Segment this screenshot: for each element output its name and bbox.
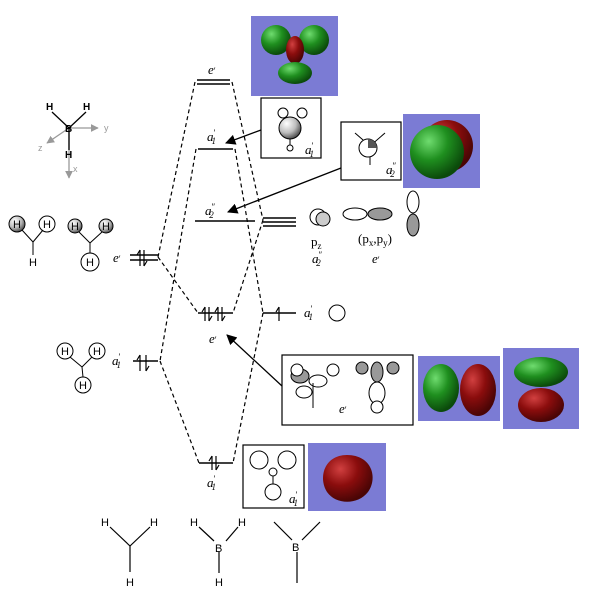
label-e-nb: e′ [209,331,217,346]
svg-text:H: H [238,517,246,529]
svg-text:B: B [292,542,299,554]
label-a2-dprime-upper: a″2 [205,202,216,220]
panel-a1-low [308,443,386,511]
svg-text:H: H [150,517,158,529]
svg-text:H: H [13,219,21,231]
label-a1-left: a′1 [112,352,121,370]
h3-e-set-1: H H H [8,215,56,269]
h3-e-set-2: H H H [67,218,114,272]
svg-text:H: H [101,517,109,529]
svg-text:a″2: a″2 [386,161,397,179]
svg-text:B: B [215,543,222,555]
h3-a1-set: H H H [56,342,106,394]
svg-text:H: H [83,102,90,113]
label-e-left: e′ [113,250,121,265]
svg-text:a′1: a′1 [289,490,298,508]
box-a1-low: a′1 [242,444,305,509]
correlation-lines [157,81,264,464]
svg-text:H: H [190,517,198,529]
svg-text:H: H [71,221,79,233]
svg-text:H: H [65,150,72,161]
svg-text:H: H [29,257,37,269]
label-a1-right: a′1 [304,304,313,322]
px-orbital [342,207,368,221]
svg-text:y: y [104,123,109,133]
label-pxy: (px,py) [358,231,392,248]
ao-labels: pz a″2 (px,py) e′ [311,231,392,268]
bh3-axes-figure: y x z H H B H [38,102,109,179]
ao-shapes [309,190,420,322]
svg-text:H: H [79,380,87,392]
bottom-bh3 [198,526,239,573]
svg-text:H: H [61,346,69,358]
label-e-prime-top: e′ [208,62,216,77]
svg-text:z: z [38,143,43,153]
svg-text:x: x [73,164,78,174]
svg-text:e′: e′ [339,401,347,416]
svg-text:H: H [86,257,94,269]
svg-text:B: B [65,124,72,135]
electrons [136,249,280,471]
svg-text:H: H [215,577,223,589]
panel-a2-dprime [403,114,480,188]
svg-text:H: H [46,102,53,113]
panel-e-prime-top [251,16,338,96]
s-orbital [328,304,346,322]
label-a1-low: a′1 [207,474,216,492]
bottom-h3-fragment [109,526,151,572]
label-a1-prime-upper: a′1 [207,128,216,146]
label-pz: pz [311,234,322,251]
svg-text:H: H [102,221,110,233]
box-a2-dprime: a″2 [340,121,402,181]
py-orbital [406,190,420,214]
mo-labels: e′ a′1 a″2 e′ a′1 e′ a′1 a′1 [112,62,313,492]
panel-e-nb-2 [503,348,579,429]
pointer-arrows [225,129,342,387]
svg-text:H: H [126,577,134,589]
svg-text:H: H [93,346,101,358]
box-a1-prime-upper: a′1 [260,97,322,159]
svg-text:H: H [43,219,51,231]
label-a2-dprime-right: a″2 [312,250,323,268]
bottom-b-skeleton [273,521,321,583]
panel-e-nb-1 [418,356,500,421]
svg-text:a′1: a′1 [305,141,314,159]
label-e-right: e′ [372,251,380,266]
box-e-nb: e′ [281,354,414,426]
